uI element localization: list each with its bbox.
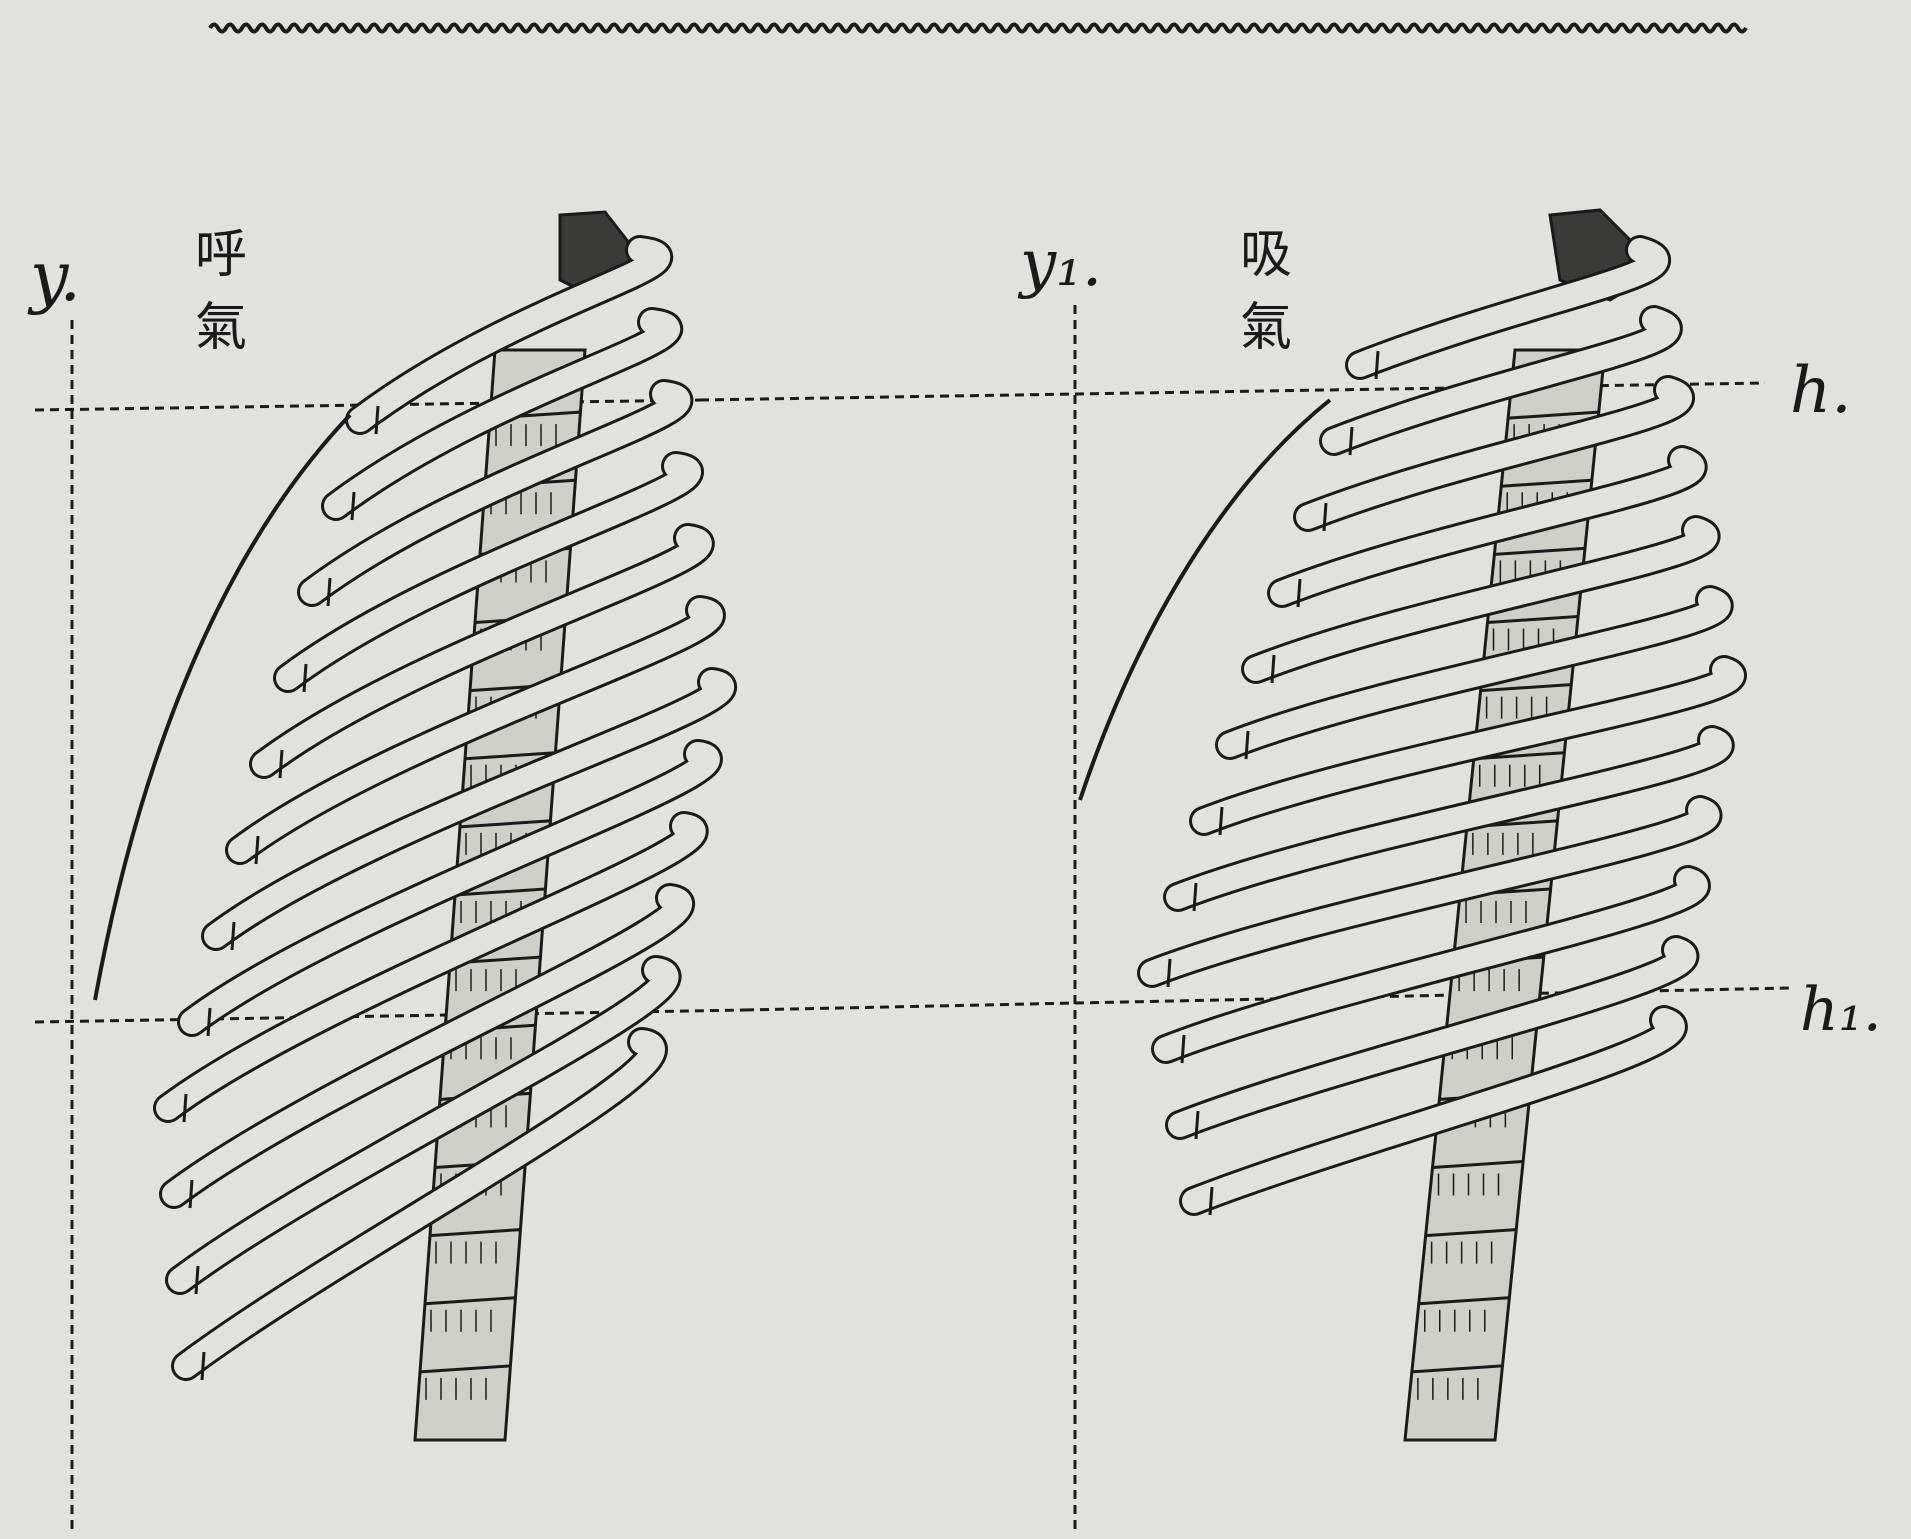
horizontal-guide-h-right (700, 383, 1765, 400)
cartilage-mark (328, 578, 330, 606)
axis-label-y: y. (27, 238, 81, 317)
cartilage-mark (1376, 351, 1378, 379)
cartilage-mark (184, 1094, 186, 1122)
ribcage-exhale (95, 212, 722, 1440)
cartilage-mark (1196, 1111, 1198, 1139)
caption-char-exhale-1: 呼 (195, 225, 247, 285)
cartilage-mark (1324, 503, 1326, 531)
cartilage-mark (376, 406, 378, 434)
cartilage-mark (256, 836, 258, 864)
cartilage-mark (1298, 579, 1300, 607)
cartilage-mark (196, 1266, 198, 1294)
cartilage-mark (1272, 655, 1274, 683)
cartilage-mark (1194, 883, 1196, 911)
cartilage-mark (1246, 731, 1248, 759)
axis-label-y1: y₁. (1017, 227, 1102, 301)
cartilage-mark (1210, 1187, 1212, 1215)
level-label-h1: h₁. (1800, 975, 1882, 1045)
rib (186, 1042, 653, 1366)
cartilage-mark (1220, 807, 1222, 835)
ribcage-inhale (1080, 210, 1732, 1440)
caption-char-inhale-2: 氣 (1240, 298, 1292, 358)
cartilage-mark (280, 750, 282, 778)
rib (1204, 670, 1732, 821)
cartilage-mark (232, 922, 234, 950)
cartilage-mark (1350, 427, 1352, 455)
cartilage-mark (352, 492, 354, 520)
ribs (168, 250, 722, 1380)
wavy-divider (210, 25, 1746, 32)
cartilage-mark (1182, 1035, 1184, 1063)
caption-char-exhale-2: 氣 (195, 298, 247, 358)
cartilage-mark (190, 1180, 192, 1208)
rib (1230, 600, 1719, 745)
cartilage-mark (202, 1352, 204, 1380)
cartilage-mark (1168, 959, 1170, 987)
cartilage-mark (208, 1008, 210, 1036)
caption-char-inhale-1: 吸 (1240, 225, 1292, 285)
sternum-edge (95, 415, 350, 1000)
cartilage-mark (304, 664, 306, 692)
level-label-h: h. (1790, 354, 1852, 428)
